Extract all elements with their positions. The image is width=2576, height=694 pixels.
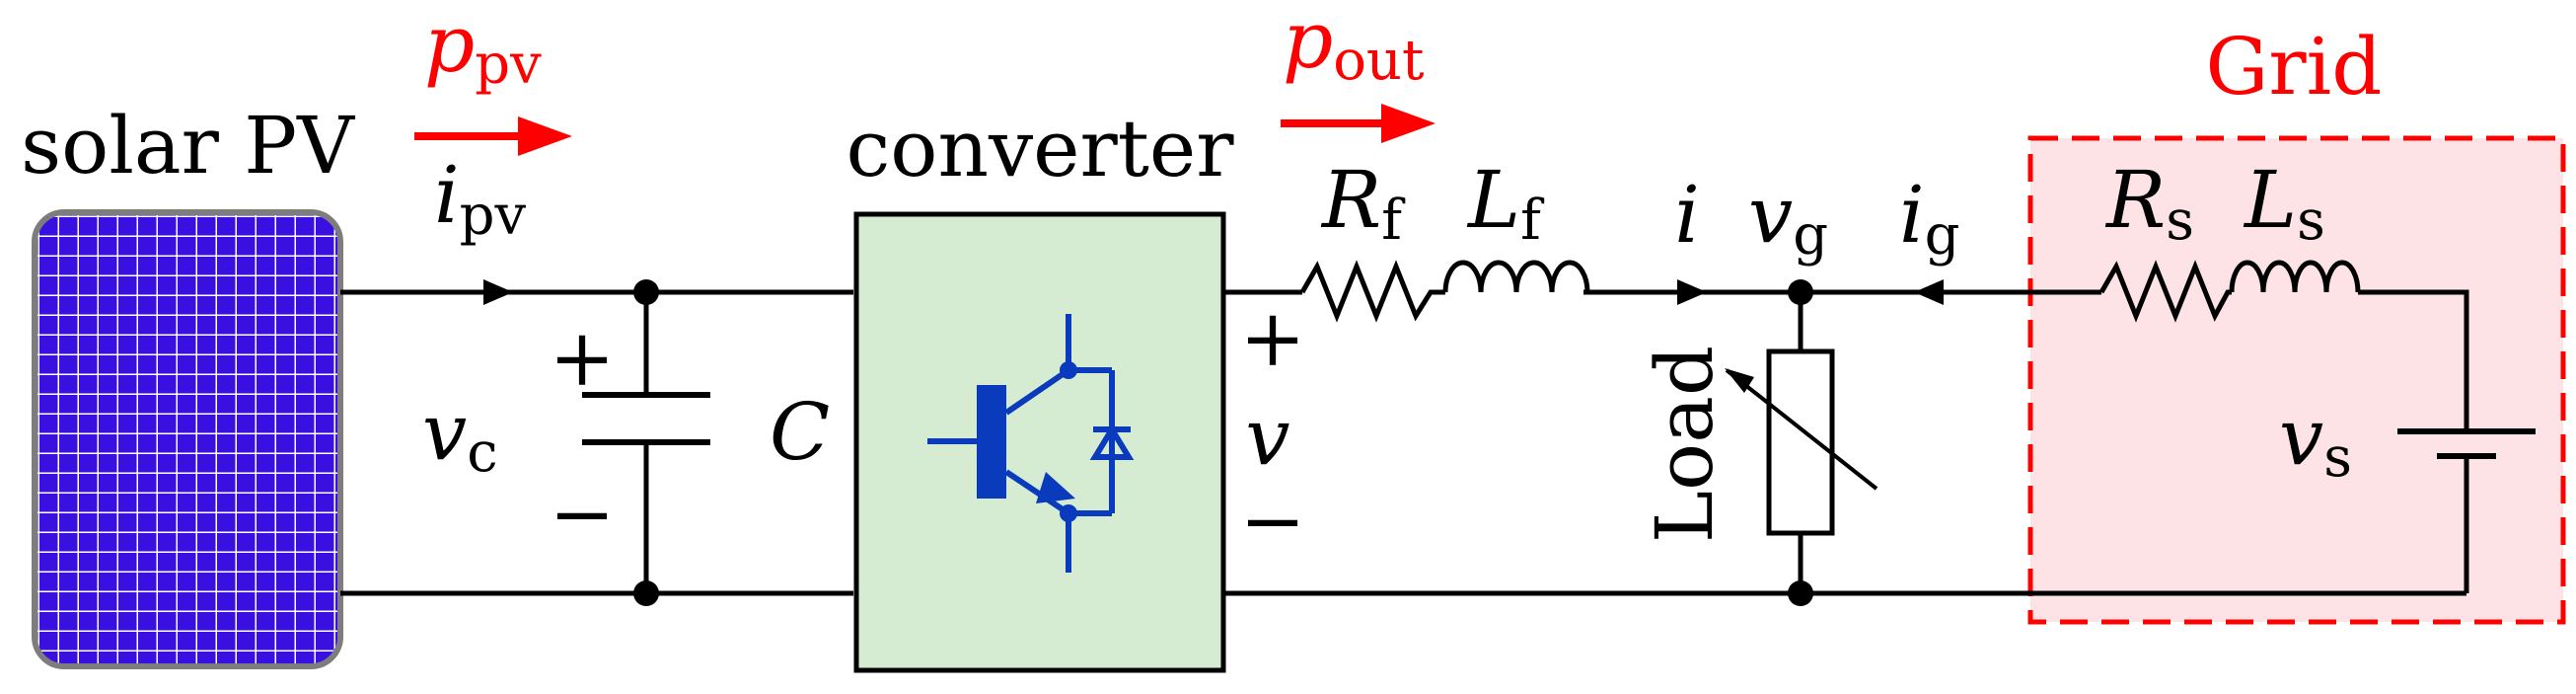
grid-region bbox=[2027, 135, 2566, 625]
wires bbox=[340, 289, 2469, 596]
ipv-label: ipv bbox=[434, 149, 526, 248]
v-label: v bbox=[1245, 391, 1289, 483]
inductor-lf bbox=[1442, 260, 1590, 295]
capacitor-label: C bbox=[770, 386, 830, 478]
converter-label: converter bbox=[846, 103, 1234, 194]
capacitor-plus: + bbox=[549, 312, 615, 404]
rf-label: Rf bbox=[1320, 154, 1406, 253]
rs-label: Rs bbox=[2104, 154, 2194, 253]
solar-pv-panel bbox=[32, 209, 343, 669]
i-label: i bbox=[1674, 169, 1700, 261]
i-direction-arrow bbox=[1677, 279, 1707, 305]
resistor-rf bbox=[1299, 260, 1445, 323]
grid-label: Grid bbox=[2206, 21, 2383, 113]
grid-voltage-source bbox=[2397, 420, 2536, 469]
load-label: Load bbox=[1639, 346, 1730, 543]
vg-label: vg bbox=[1748, 169, 1828, 268]
ipv-direction-arrow bbox=[483, 279, 513, 305]
v-plus: + bbox=[1239, 292, 1305, 384]
igbt-nodes bbox=[1036, 361, 1077, 522]
ppv-power-arrow bbox=[414, 116, 572, 156]
ig-direction-arrow bbox=[1914, 279, 1944, 305]
vs-label: vs bbox=[2279, 391, 2352, 490]
vc-label: vc bbox=[422, 386, 498, 485]
ls-label: Ls bbox=[2243, 154, 2325, 253]
load-variable-arrow-head bbox=[1725, 368, 1754, 393]
v-minus: − bbox=[1239, 475, 1305, 567]
ppv-label: ppv bbox=[424, 0, 542, 97]
junction-dots bbox=[633, 279, 1813, 606]
resistor-rs bbox=[2098, 260, 2232, 323]
igbt-symbol bbox=[927, 314, 1115, 573]
lf-label: Lf bbox=[1466, 154, 1545, 253]
converter-box bbox=[853, 211, 1226, 673]
load-resistor bbox=[1766, 348, 1835, 536]
capacitor-minus: − bbox=[549, 468, 615, 560]
solar-pv-label: solar PV bbox=[21, 100, 355, 192]
ig-label: ig bbox=[1899, 169, 1959, 268]
diode-symbol bbox=[1089, 424, 1135, 460]
pout-label: pout bbox=[1283, 0, 1425, 93]
inductor-ls bbox=[2229, 260, 2361, 293]
load-variable-arrow-line bbox=[1725, 368, 1878, 491]
capacitor-c bbox=[582, 392, 710, 445]
pout-power-arrow bbox=[1281, 104, 1435, 143]
